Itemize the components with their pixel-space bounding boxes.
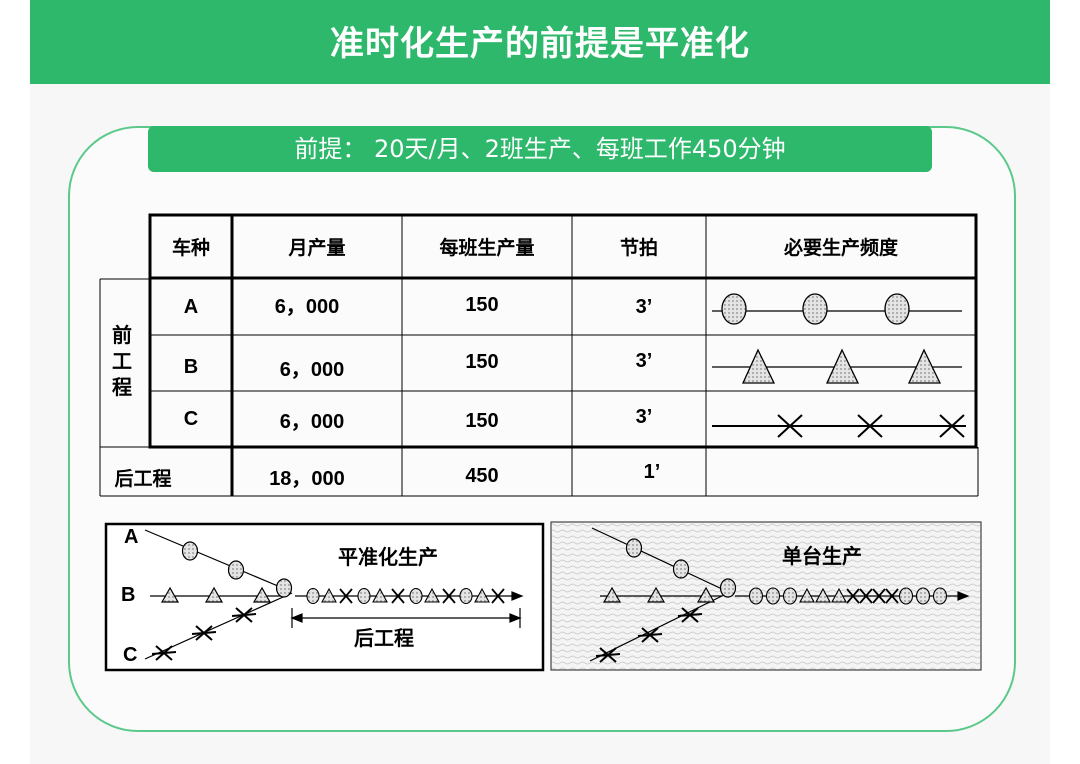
- premise-banner: 前提： 20天/月、2班生产、每班工作450分钟: [148, 126, 932, 172]
- circle-symbol: [721, 293, 747, 325]
- table-cell-per-shift: 150: [465, 350, 499, 373]
- table-cell-per-shift: 150: [465, 409, 499, 432]
- table-cell-type: C: [183, 407, 199, 430]
- table-cell-per-shift: 150: [465, 293, 499, 316]
- table-cell-monthly: 6，000: [279, 358, 345, 381]
- col-header-takt: 节拍: [619, 237, 658, 259]
- after-process-range-label: 后工程: [354, 626, 414, 650]
- col-header-frequency: 必要生产频度: [783, 237, 898, 259]
- circle-symbol: [884, 293, 910, 325]
- table-cell-takt: 3’: [635, 349, 653, 372]
- cross-symbol: [777, 414, 803, 438]
- leveled-production-title: 平准化生产: [338, 545, 438, 569]
- table-cell-monthly: 6，000: [274, 295, 340, 318]
- col-header-type: 车种: [171, 237, 210, 259]
- premise-label: 前提：: [294, 135, 367, 163]
- table-cell-after-label: 后工程: [114, 468, 172, 490]
- table-cell-monthly: 6，000: [279, 410, 345, 433]
- table-cell-type: A: [183, 295, 199, 318]
- triangle-symbol: [825, 348, 860, 384]
- premise-text: 20天/月、2班生产、每班工作450分钟: [373, 135, 786, 163]
- line-label-b: B: [121, 584, 136, 606]
- cross-symbol: [939, 414, 965, 438]
- circle-symbol: [802, 293, 828, 325]
- table-cell-takt: 3’: [635, 405, 653, 428]
- group-label-front-process: 前 工 程: [112, 323, 132, 399]
- table-cell-per-shift: 450: [465, 464, 499, 487]
- triangle-symbol: [741, 348, 776, 384]
- page-title: 准时化生产的前提是平准化: [30, 0, 1050, 84]
- cross-symbol: [857, 414, 883, 438]
- table-cell-monthly: 18，000: [269, 467, 345, 490]
- line-label-c: C: [123, 644, 138, 666]
- table-cell-takt: 3’: [635, 295, 653, 318]
- table-cell-takt: 1’: [643, 460, 661, 483]
- line-label-a: A: [124, 526, 139, 548]
- table-cell-type: B: [183, 355, 199, 378]
- triangle-symbol: [907, 348, 942, 384]
- col-header-per-shift: 每班生产量: [439, 237, 535, 259]
- single-unit-production-title: 单台生产: [782, 544, 862, 568]
- col-header-monthly: 月产量: [288, 237, 346, 259]
